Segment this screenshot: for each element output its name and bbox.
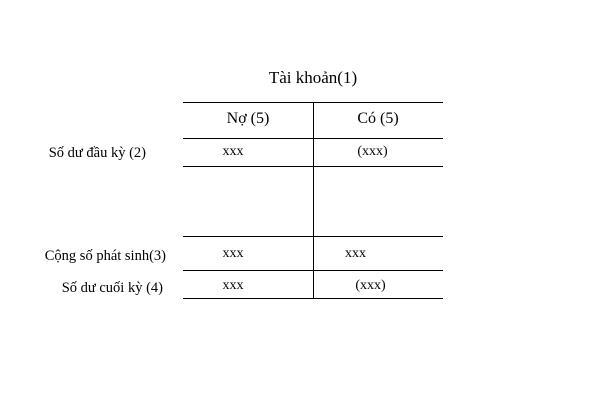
column-divider [313,102,314,298]
closing-balance-label: Số dư cuối kỳ (4) [61,280,163,296]
opening-debit-value: xxx [222,144,244,159]
account-title: Tài khoản(1) [268,68,358,87]
closing-row-underline [183,298,443,299]
movement-debit-value: xxx [222,246,244,261]
opening-credit-value: (xxx) [357,144,388,159]
total-movement-label: Cộng số phát sinh(3) [44,248,166,264]
closing-debit-value: xxx [222,278,244,293]
opening-balance-label: Số dư đầu kỳ (2) [48,145,146,161]
movement-credit-value: xxx [345,246,366,261]
debit-column-header: Nợ (5) [226,110,270,127]
credit-column-header: Có (5) [357,110,399,127]
closing-credit-value: (xxx) [355,278,386,293]
